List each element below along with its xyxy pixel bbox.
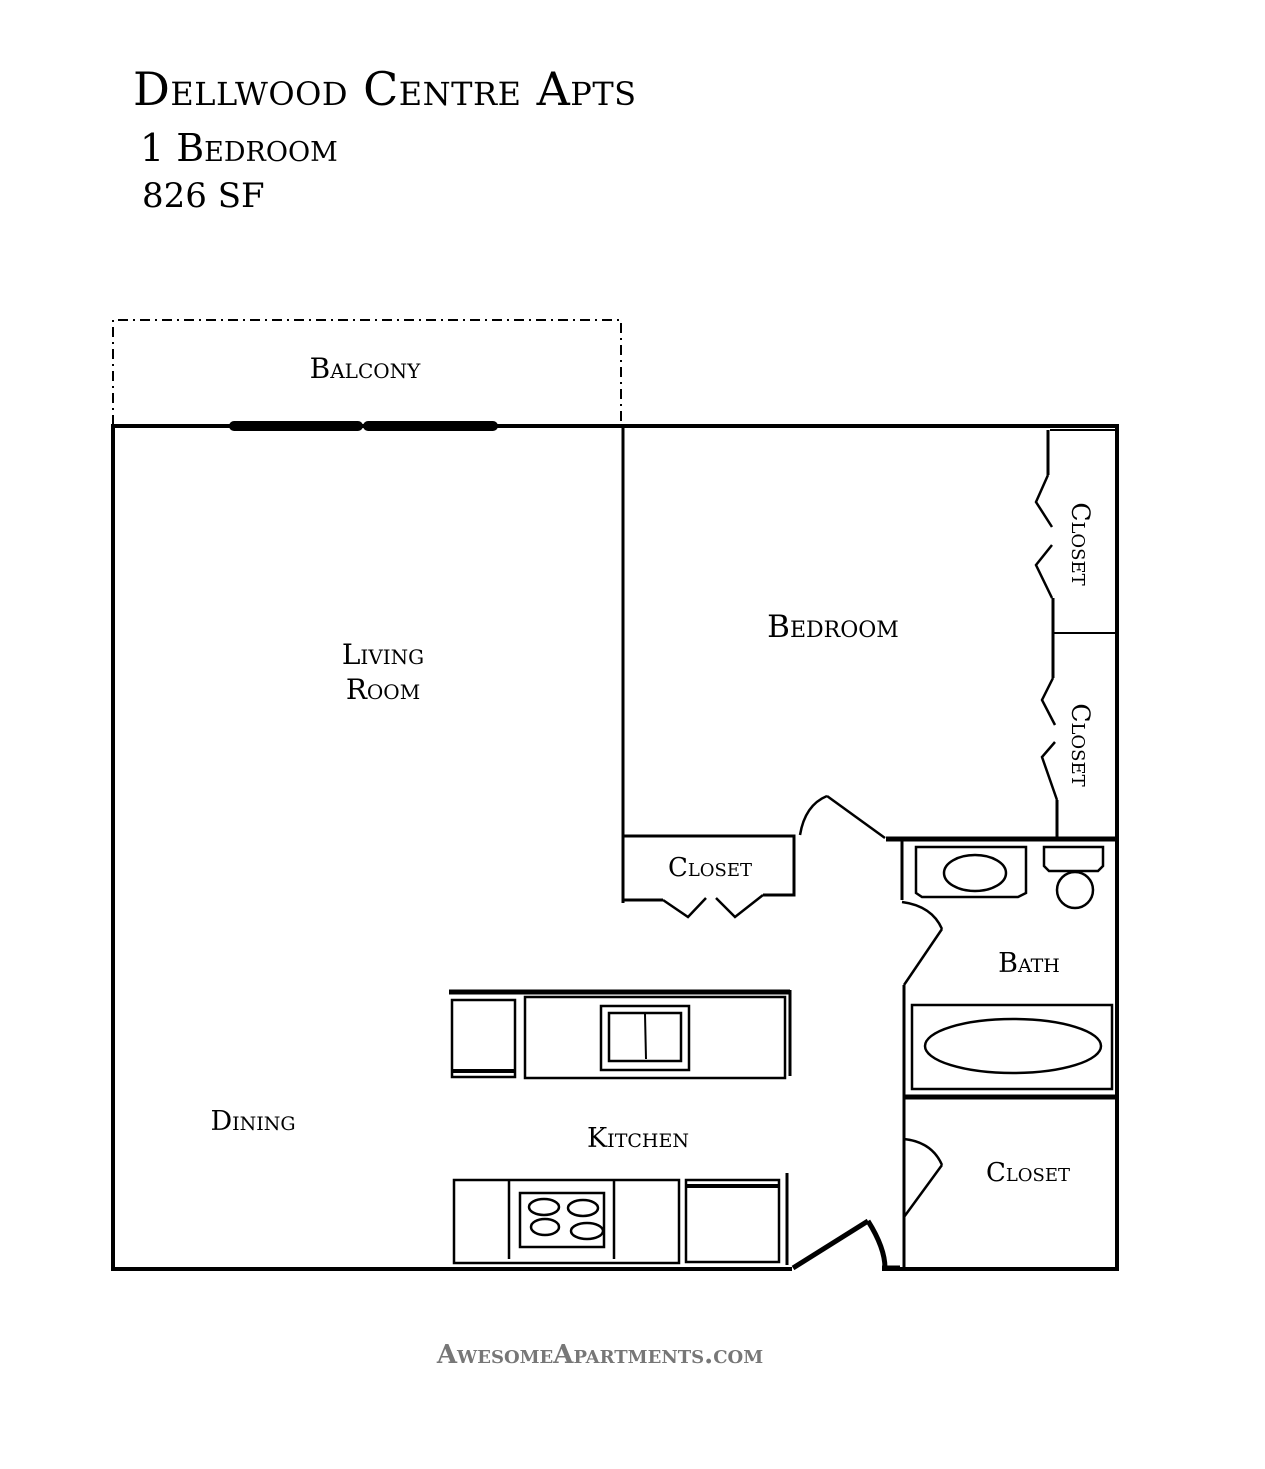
bathtub: [910, 1003, 1114, 1091]
interior-walls: [621, 426, 1117, 1270]
room-label-dining: Dining: [210, 1106, 295, 1137]
bathroom-fixtures: [910, 845, 1114, 1091]
bath-closet-door: [902, 1137, 944, 1218]
kitchen-counter-upper: [449, 989, 792, 1080]
vanity: [914, 845, 1028, 899]
toilet-bowl: [1055, 870, 1095, 910]
room-label-living-2: Room: [346, 673, 420, 706]
room-label-bedroom: Bedroom: [767, 609, 899, 645]
property-title: Dellwood Centre Apts: [133, 62, 637, 116]
room-label-bath-closet: Closet: [986, 1158, 1070, 1188]
balcony-outline: [112, 319, 622, 425]
bedroom-door: [798, 794, 886, 840]
room-label-balcony: Balcony: [310, 352, 422, 385]
kitchen-counter-lower: [452, 1173, 789, 1265]
refrigerator: [684, 1178, 781, 1264]
room-label-bath: Bath: [998, 948, 1060, 979]
room-label-kitchen: Kitchen: [587, 1123, 689, 1154]
website-footer: AwesomeApartments.com: [436, 1340, 764, 1370]
toilet-tank: [1042, 845, 1105, 873]
entry-door: [791, 1218, 900, 1271]
bifold-doors: [662, 474, 1059, 919]
room-label-bedroom-closet-2: Closet: [1066, 703, 1095, 786]
room-label-bedroom-closet-1: Closet: [1066, 502, 1095, 585]
room-label-living: Living: [342, 638, 424, 671]
square-footage: 826 SF: [142, 176, 265, 216]
cooktop: [518, 1191, 606, 1249]
bath-door: [901, 900, 944, 986]
room-label-hall-closet: Closet: [668, 853, 752, 883]
tub-basin: [923, 1017, 1103, 1075]
unit-type: 1 Bedroom: [140, 126, 338, 170]
sink: [942, 853, 1008, 893]
